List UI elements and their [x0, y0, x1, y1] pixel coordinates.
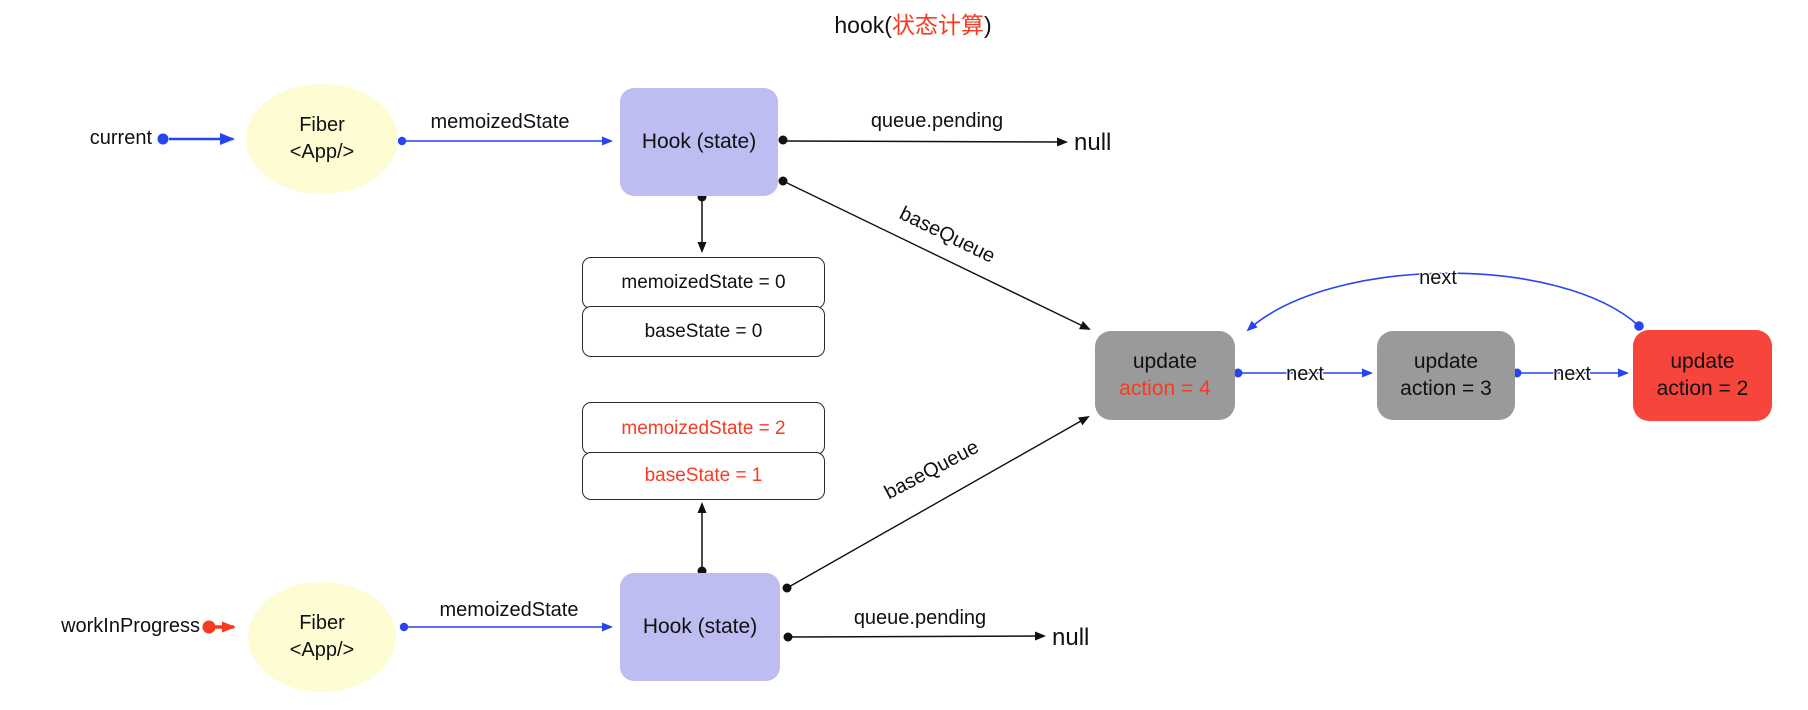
next-edge-label-1: next — [1286, 363, 1324, 385]
fiber-wip-node: Fiber <App/> — [248, 582, 396, 692]
next-edge-label-2: next — [1553, 363, 1591, 385]
hook-wip-node: Hook (state) — [620, 573, 780, 681]
connector-dot — [1233, 368, 1243, 378]
null-value-bottom: null — [1052, 624, 1090, 651]
edge-queuepending-top — [778, 135, 1068, 147]
edge-next-1 — [1233, 368, 1373, 378]
workinprogress-pointer-label: workInProgress — [61, 615, 200, 637]
update-node-action2: update action = 2 — [1633, 330, 1772, 421]
title-prefix: hook( — [834, 12, 892, 38]
current-pointer-label: current — [89, 127, 152, 149]
fiber-node-line2: <App/> — [289, 141, 355, 163]
fiber-current-node: Fiber <App/> — [246, 84, 398, 194]
memoizedstate-edge-label-bottom: memoizedState — [439, 599, 579, 621]
connector-dot — [157, 133, 169, 145]
update-node-title: update — [1413, 350, 1479, 374]
page-title: hook(状态计算) — [763, 6, 1063, 40]
edge-memoizedstate-top — [397, 136, 613, 146]
connector-dot — [202, 620, 216, 634]
hook-current-node: Hook (state) — [620, 88, 778, 196]
edge-basequeue-bottom — [782, 416, 1090, 593]
queuepending-edge-label-bottom: queue.pending — [853, 607, 987, 629]
title-highlight: 状态计算 — [891, 12, 984, 38]
queuepending-edge-label-top: queue.pending — [870, 110, 1004, 132]
memoizedstate-edge-label-top: memoizedState — [430, 111, 570, 133]
wip-memoizedstate-box: memoizedState = 2 — [582, 402, 825, 455]
wip-basestate-box: baseState = 1 — [582, 452, 825, 500]
fiber-node-line1: Fiber — [299, 114, 345, 136]
edge-current-to-fiber — [157, 133, 235, 145]
edge-memoizedstate-bottom — [399, 622, 613, 632]
fiber-node-line1: Fiber — [299, 612, 345, 634]
update-node-action4: update action = 4 — [1095, 331, 1235, 420]
connector-dot — [778, 135, 788, 145]
current-basestate-box: baseState = 0 — [582, 306, 825, 357]
connector-dot — [783, 632, 793, 642]
update-node-action3: update action = 3 — [1377, 331, 1515, 420]
edge-hook2-to-statebox — [697, 502, 707, 576]
edge-queuepending-bottom — [783, 631, 1046, 642]
update-node-action: action = 2 — [1656, 376, 1749, 400]
title-suffix: ) — [983, 12, 992, 38]
update-node-action: action = 4 — [1119, 376, 1211, 400]
edge-hook1-to-statebox — [697, 192, 707, 253]
update-node-title: update — [1670, 350, 1735, 374]
next-edge-label-loop: next — [1419, 267, 1457, 289]
null-value-top: null — [1074, 129, 1112, 156]
edge-next-loop — [1246, 272, 1644, 332]
edge-basequeue-top — [778, 176, 1091, 330]
edge-wip-to-fiber — [202, 620, 236, 634]
fiber-node-line2: <App/> — [289, 639, 355, 661]
update-node-title: update — [1132, 350, 1198, 374]
update-node-action: action = 3 — [1400, 376, 1492, 400]
current-memoizedstate-box: memoizedState = 0 — [582, 257, 825, 309]
